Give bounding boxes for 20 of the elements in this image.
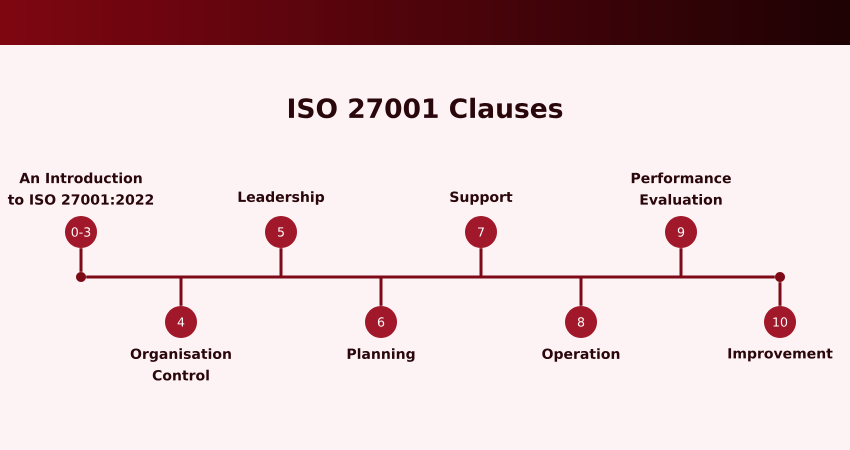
connector-line [580,277,582,306]
clause-label: Organisation Control [130,348,231,381]
end-dot [76,272,86,282]
connector-line [86,276,775,278]
connector-line [778,282,782,306]
connector-line [380,277,382,306]
connector-line [180,277,182,306]
clause-label: Improvement [728,348,833,362]
clause-label: Performance Evaluation [632,172,731,205]
clause-label: Support [450,192,512,205]
connector-line [680,248,682,277]
end-dot [775,272,785,282]
title: ISO 27001 Clauses [288,98,562,118]
clause-label: An Introduction to ISO 27001:2022 [8,172,154,205]
clause-label: Planning [348,348,414,362]
clause-label: Operation [542,348,620,362]
clause-label: Leadership [238,191,324,205]
connector-line [280,248,282,277]
connector-line [80,248,82,272]
connector-line [480,248,482,277]
